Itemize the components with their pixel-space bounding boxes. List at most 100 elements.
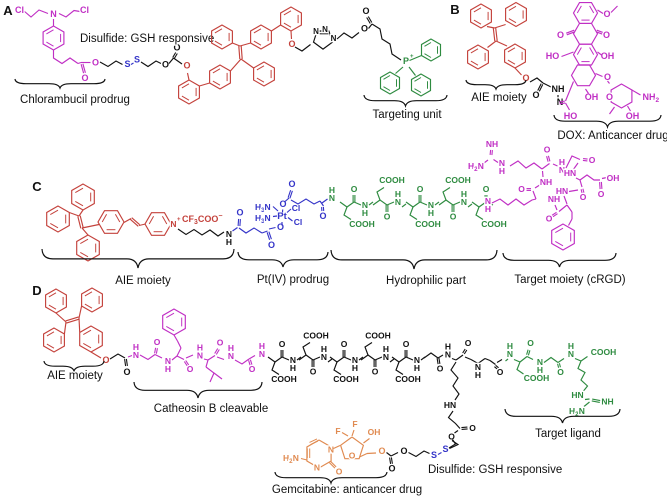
svg-text:COOH: COOH xyxy=(481,219,507,229)
svg-text:NH: NH xyxy=(601,397,613,407)
svg-text:H: H xyxy=(485,204,491,214)
svg-text:O: O xyxy=(81,73,88,83)
svg-text:O: O xyxy=(123,367,130,377)
svg-text:O: O xyxy=(277,222,284,232)
svg-text:Cl: Cl xyxy=(80,5,89,15)
svg-text:N: N xyxy=(559,165,565,175)
svg-text:H: H xyxy=(290,363,296,373)
svg-text:Pt(IV) prodrug: Pt(IV) prodrug xyxy=(257,274,329,286)
svg-text:+: + xyxy=(410,54,414,60)
svg-text:NH: NH xyxy=(540,177,552,187)
svg-text:COOH: COOH xyxy=(395,374,421,384)
svg-text:COOH: COOH xyxy=(445,175,471,185)
svg-text:N: N xyxy=(321,352,327,362)
svg-text:O: O xyxy=(310,367,317,377)
svg-text:H: H xyxy=(568,341,574,351)
svg-text:O: O xyxy=(465,338,472,348)
svg-text:O: O xyxy=(288,39,295,49)
svg-text:H: H xyxy=(228,343,234,353)
svg-text:N: N xyxy=(331,34,337,43)
svg-text:Cl: Cl xyxy=(294,217,303,227)
svg-text:N: N xyxy=(499,158,505,168)
svg-text:COOH: COOH xyxy=(271,374,297,384)
svg-text:N: N xyxy=(414,355,420,365)
svg-text:NH2: NH2 xyxy=(643,92,660,104)
svg-text:H: H xyxy=(499,166,505,176)
svg-text:O: O xyxy=(187,364,194,374)
svg-text:AIE moiety: AIE moiety xyxy=(47,370,103,382)
svg-text:Cl: Cl xyxy=(15,5,24,15)
svg-text:S: S xyxy=(124,59,130,69)
svg-text:N: N xyxy=(475,362,481,372)
svg-text:NH: NH xyxy=(552,84,565,94)
svg-text:O: O xyxy=(388,464,395,474)
svg-text:D: D xyxy=(32,283,41,298)
svg-text:O: O xyxy=(589,155,596,165)
svg-text:N: N xyxy=(197,351,203,361)
svg-text:O: O xyxy=(279,339,286,349)
svg-text:F: F xyxy=(335,426,340,436)
svg-text:O: O xyxy=(469,423,476,433)
svg-text:S: S xyxy=(431,450,437,460)
svg-text:DOX: Anticancer drug: DOX: Anticancer drug xyxy=(557,130,667,142)
svg-text:O: O xyxy=(450,212,457,222)
svg-text:Target ligand: Target ligand xyxy=(535,428,601,440)
svg-text:O: O xyxy=(400,446,407,456)
svg-text:H: H xyxy=(352,363,358,373)
svg-text:N: N xyxy=(485,196,491,206)
svg-text:H2N: H2N xyxy=(283,453,299,465)
svg-text:O: O xyxy=(236,208,243,218)
svg-text:N: N xyxy=(461,197,467,207)
svg-text:OH: OH xyxy=(601,51,615,61)
svg-text:H: H xyxy=(475,370,481,380)
svg-text:COOH: COOH xyxy=(379,175,405,185)
svg-text:S: S xyxy=(442,444,448,454)
svg-text:HN: HN xyxy=(556,186,568,196)
svg-text:H: H xyxy=(321,344,327,354)
svg-text:O: O xyxy=(372,367,379,377)
svg-text:O: O xyxy=(249,364,256,374)
svg-text:CF3COO−: CF3COO− xyxy=(182,213,223,226)
svg-text:O: O xyxy=(336,467,343,477)
svg-text:N: N xyxy=(170,219,176,229)
svg-text:COOH: COOH xyxy=(303,331,329,341)
svg-text:N: N xyxy=(445,350,451,360)
svg-text:HN: HN xyxy=(564,168,576,178)
svg-text:O: O xyxy=(606,92,613,102)
svg-text:N: N xyxy=(165,356,171,366)
svg-text:H3N: H3N xyxy=(255,202,271,214)
svg-text:N: N xyxy=(133,350,139,360)
svg-text:O: O xyxy=(268,240,275,250)
svg-text:O: O xyxy=(217,338,224,348)
svg-text:OH: OH xyxy=(626,111,640,121)
svg-text:H: H xyxy=(445,342,451,352)
svg-text:O: O xyxy=(173,43,180,53)
svg-text:H: H xyxy=(395,189,401,199)
svg-text:H2N: H2N xyxy=(569,406,585,418)
svg-text:O: O xyxy=(603,9,610,19)
svg-text:O: O xyxy=(341,339,348,349)
svg-text:Target moiety (cRGD): Target moiety (cRGD) xyxy=(514,274,625,286)
svg-text:O: O xyxy=(183,61,190,71)
svg-text:H3N: H3N xyxy=(255,213,271,225)
svg-text:O: O xyxy=(384,212,391,222)
svg-text:O: O xyxy=(92,58,99,68)
svg-text:AIE moiety: AIE moiety xyxy=(115,275,171,287)
svg-text:H2N: H2N xyxy=(468,161,484,173)
svg-text:H: H xyxy=(414,363,420,373)
svg-text:N: N xyxy=(383,352,389,362)
svg-text:N: N xyxy=(50,9,57,19)
svg-text:COOH: COOH xyxy=(349,219,375,229)
svg-text:OH: OH xyxy=(607,173,620,183)
svg-text:O: O xyxy=(483,184,490,194)
svg-text:Hydrophilic part: Hydrophilic part xyxy=(386,275,467,287)
svg-text:Chlorambucil prodrug: Chlorambucil prodrug xyxy=(20,94,130,106)
svg-text:O: O xyxy=(437,364,444,374)
svg-text:COOH: COOH xyxy=(415,219,441,229)
svg-text:O: O xyxy=(497,367,504,377)
svg-text:HO: HO xyxy=(546,51,560,61)
svg-text:O: O xyxy=(544,145,551,155)
svg-text:N: N xyxy=(395,197,401,207)
svg-text:N: N xyxy=(329,193,335,203)
svg-text:O: O xyxy=(527,338,534,348)
